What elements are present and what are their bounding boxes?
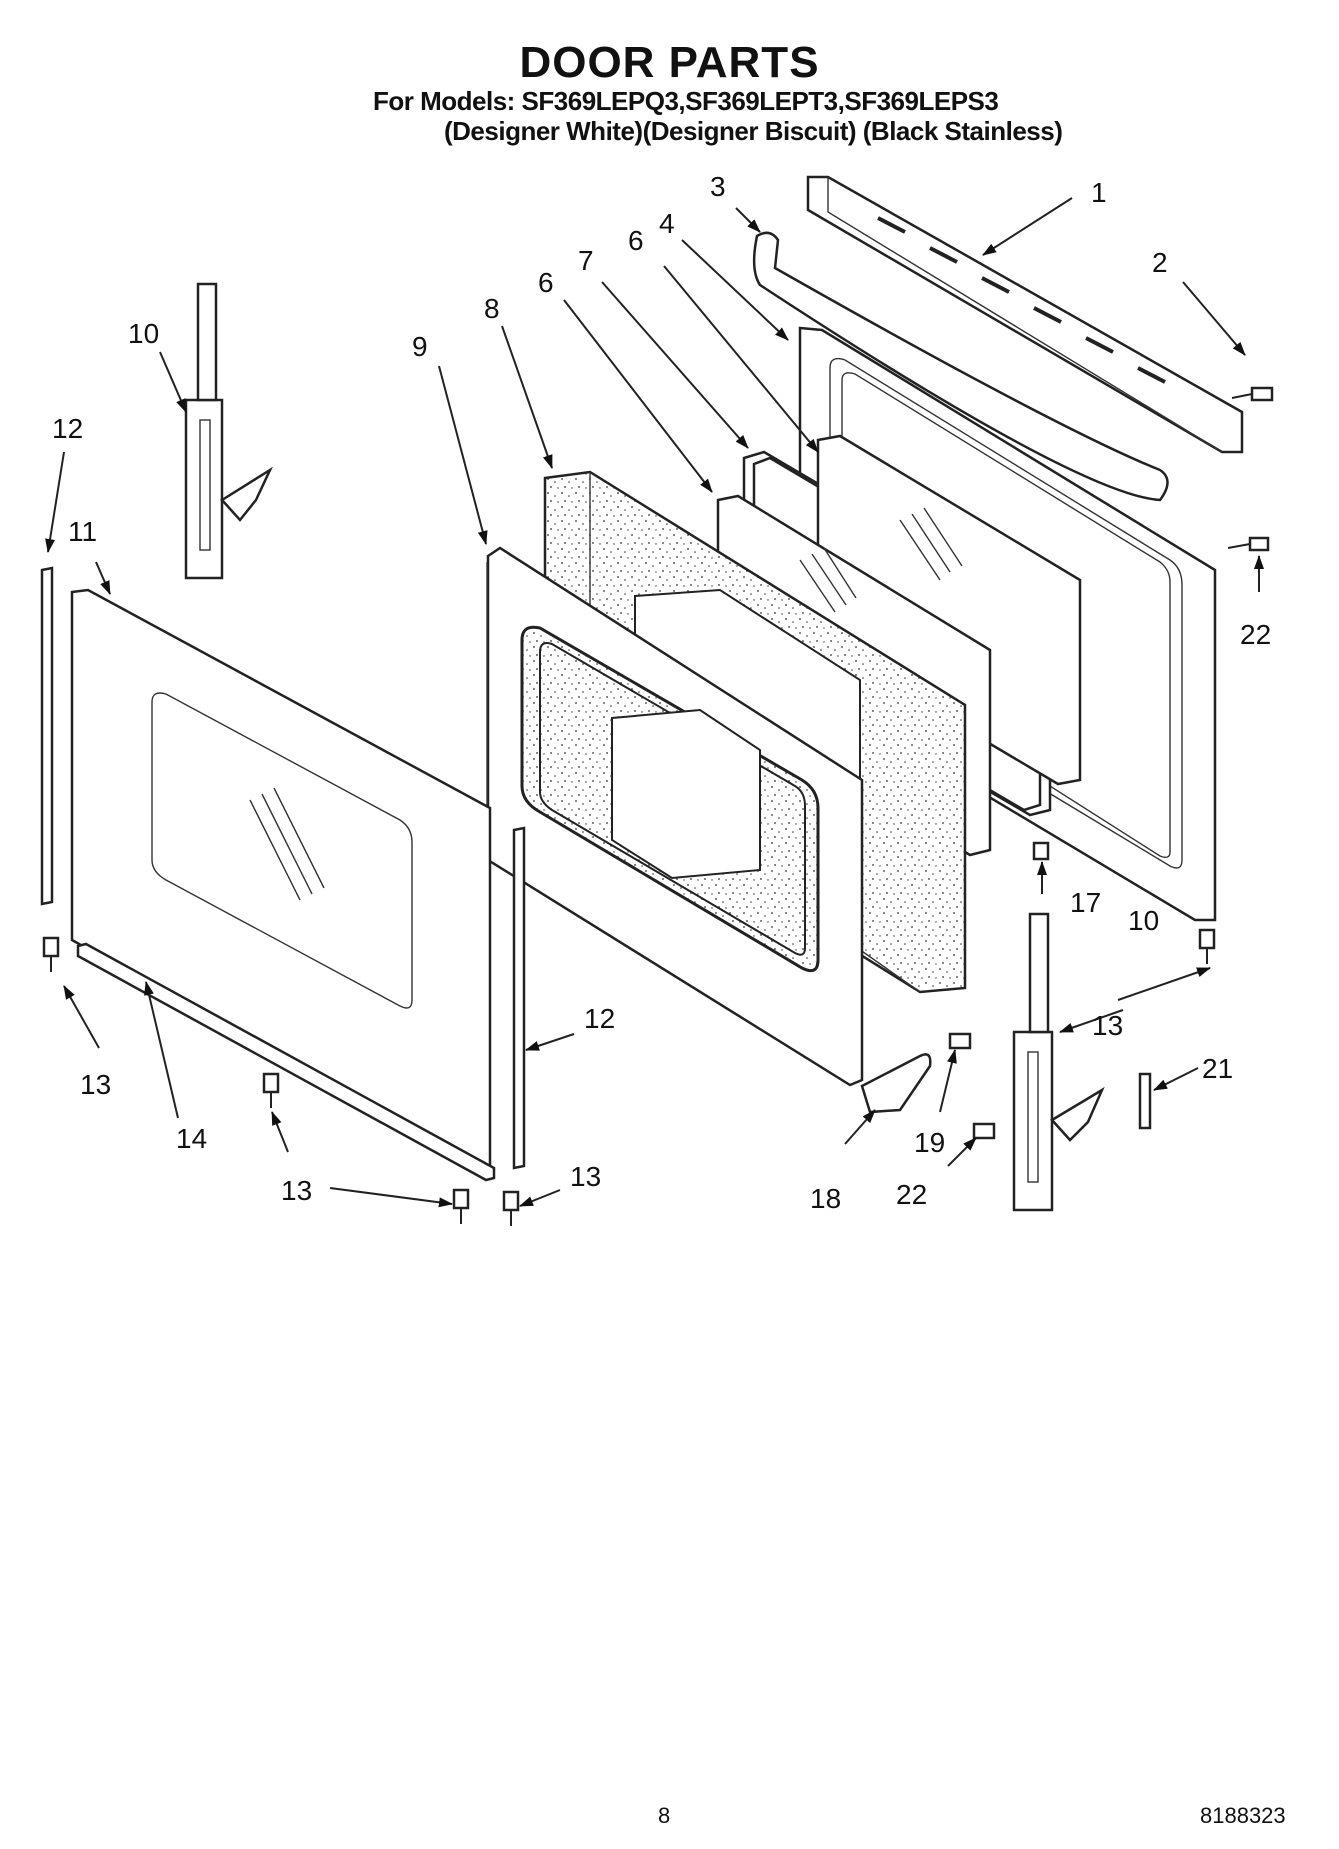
page-number: 8	[658, 1803, 671, 1828]
screw-13-bottom-a	[452, 1188, 470, 1224]
screw-2	[1231, 386, 1274, 402]
callout-12-right: 12	[584, 1003, 615, 1034]
callout-13-bottom-right: 13	[570, 1161, 601, 1192]
part-12-side-trim-left	[40, 566, 54, 906]
callout-13-left: 13	[80, 1069, 111, 1100]
screw-22-lower	[972, 1122, 996, 1140]
callout-7: 7	[578, 245, 594, 276]
page-title: DOOR PARTS	[519, 38, 820, 87]
part-17-clip	[1032, 841, 1050, 861]
leader-lines	[45, 197, 1264, 1208]
callout-13-bottom: 13	[281, 1175, 312, 1206]
part-1-vent-trim	[806, 175, 1244, 454]
part-10-hinge-top	[184, 282, 273, 580]
callout-6-mid: 6	[538, 267, 554, 298]
callout-10-bottom: 10	[1128, 905, 1159, 936]
callout-4: 4	[659, 208, 675, 239]
callout-14: 14	[176, 1123, 207, 1154]
callout-2: 2	[1152, 247, 1168, 278]
callout-21: 21	[1202, 1053, 1233, 1084]
callout-8: 8	[484, 293, 500, 324]
callout-1: 1	[1091, 177, 1107, 208]
finishes-line: (Designer White)(Designer Biscuit) (Blac…	[444, 116, 1063, 146]
screw-13-bottom-b	[502, 1190, 520, 1226]
part-14-bottom-trim	[76, 942, 496, 1182]
part-21-strap	[1138, 1072, 1152, 1130]
callout-13-right: 13	[1092, 1010, 1123, 1041]
callout-6-top: 6	[628, 225, 644, 256]
screw-13-left	[42, 936, 60, 972]
screw-22-upper	[1227, 536, 1270, 552]
callout-10-top: 10	[128, 318, 159, 349]
part-11-outer-glass	[70, 588, 492, 1170]
screw-13-right	[1198, 928, 1216, 964]
callout-22-right: 22	[1240, 619, 1271, 650]
part-12-side-trim-right	[512, 826, 526, 1170]
part-10-hinge-bottom	[1012, 912, 1105, 1212]
part-3-side-bracket	[752, 231, 1169, 502]
screws	[42, 386, 1274, 1226]
callout-11: 11	[68, 516, 97, 547]
callout-17: 17	[1070, 887, 1101, 918]
callout-12-left: 12	[52, 413, 83, 444]
part-18-bracket	[860, 1053, 932, 1114]
document-number: 8188323	[1200, 1803, 1286, 1828]
callout-9: 9	[412, 331, 428, 362]
callout-22-bottom: 22	[896, 1179, 927, 1210]
screw-13-mid	[262, 1072, 280, 1108]
models-line: For Models: SF369LEPQ3,SF369LEPT3,SF369L…	[373, 86, 999, 116]
callout-3: 3	[710, 171, 726, 202]
callout-19: 19	[914, 1127, 945, 1158]
screw-19	[948, 1032, 972, 1050]
callout-18: 18	[810, 1183, 841, 1214]
